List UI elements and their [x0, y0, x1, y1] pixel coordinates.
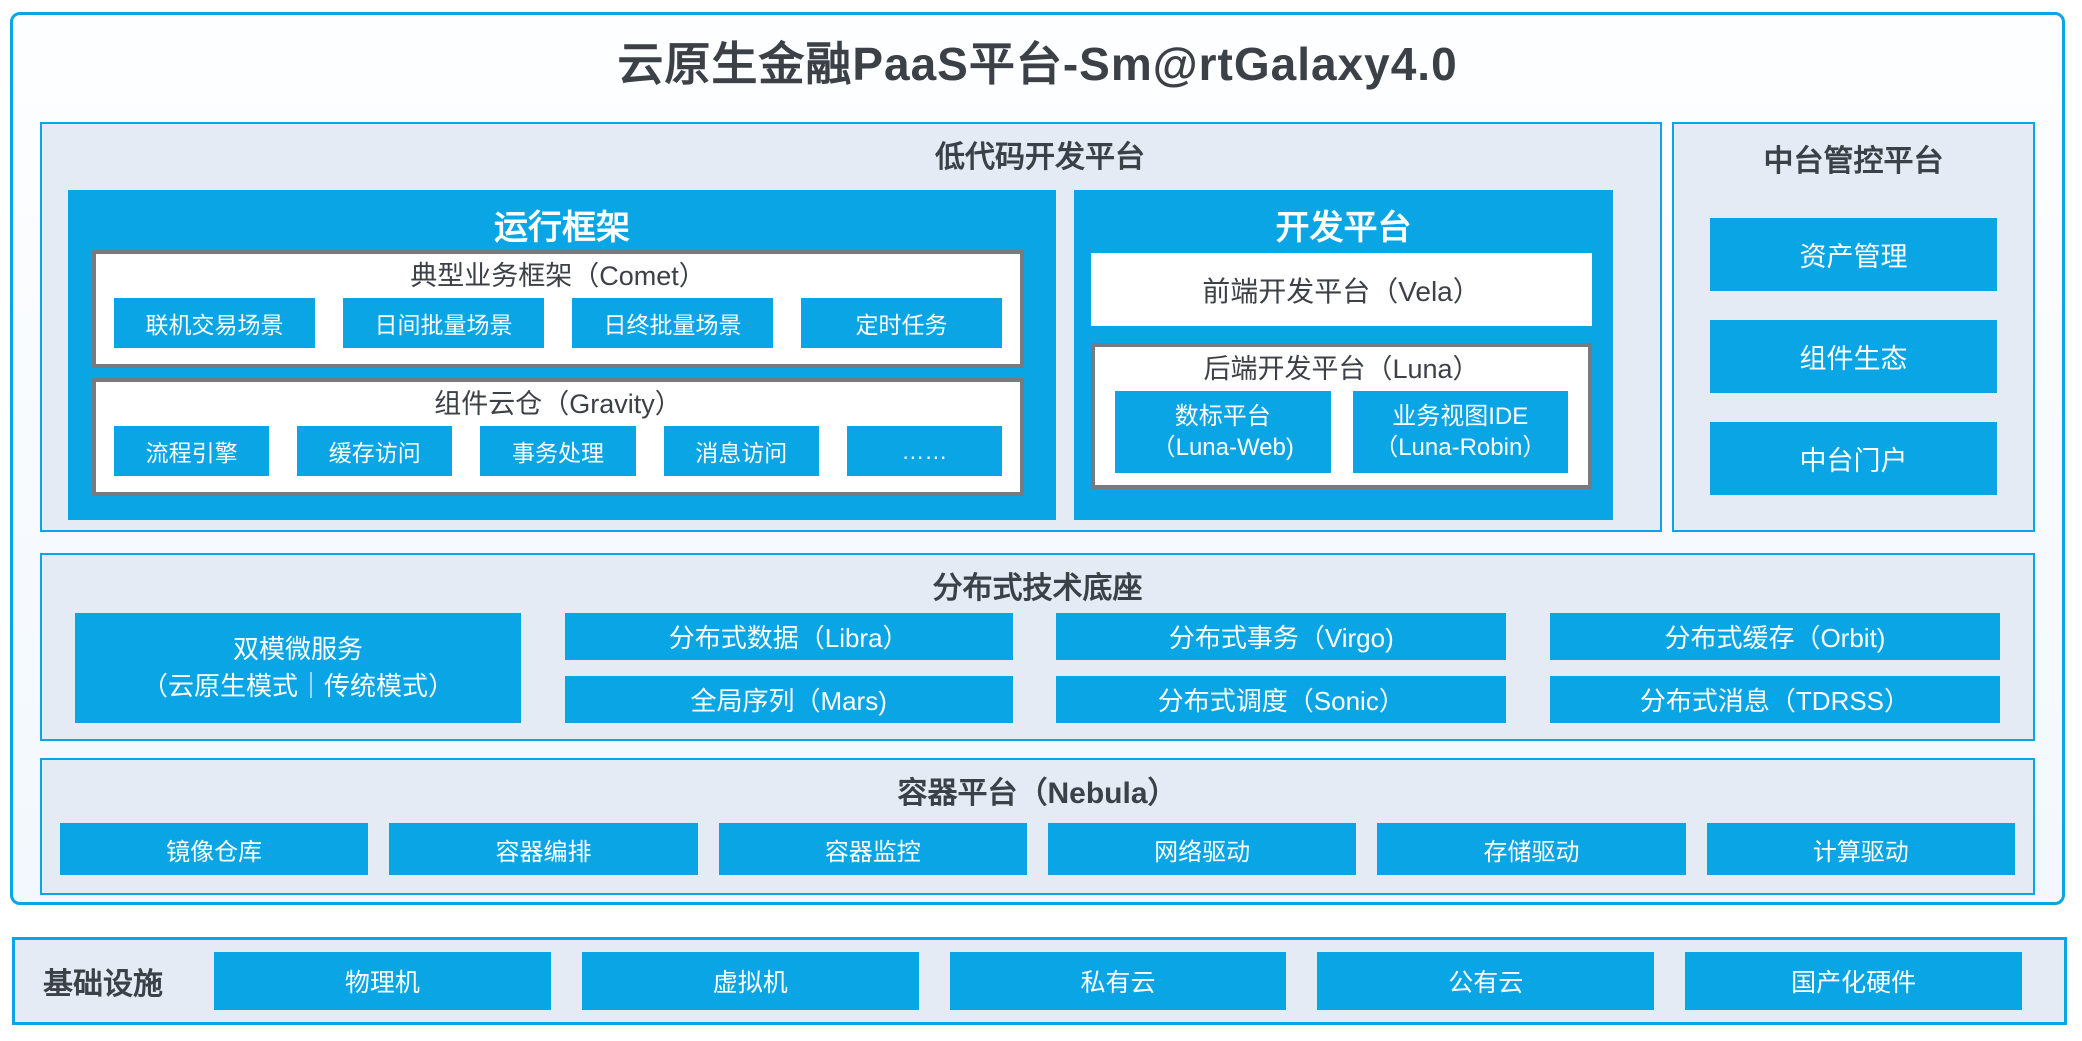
gravity-chip-row: 流程引擎 缓存访问 事务处理 消息访问 ……	[96, 426, 1020, 476]
panel-header-runtime: 运行框架	[494, 209, 630, 247]
box-distributed-data: 分布式数据（Libra）	[564, 613, 1013, 660]
panel-dev-platform: 开发平台 前端开发平台（Vela） 后端开发平台（Luna） 数标平台 （Lun…	[1074, 190, 1613, 520]
chip-ellipsis: ……	[846, 426, 1003, 476]
midplatform-button-list: 资产管理 组件生态 中台门户	[1710, 218, 1997, 495]
section-header-distributed: 分布式技术底座	[932, 572, 1143, 605]
btn-asset-management: 资产管理	[1710, 218, 1997, 291]
section-lowcode-platform: 低代码开发平台 运行框架 典型业务框架（Comet） 联机交易场景 日间批量场景…	[40, 122, 1662, 532]
chip-private-cloud: 私有云	[949, 952, 1287, 1010]
dual-microservice-line2: （云原生模式｜传统模式）	[141, 671, 454, 701]
chip-container-monitoring: 容器监控	[718, 823, 1027, 875]
chip-storage-driver: 存储驱动	[1377, 823, 1686, 875]
box-luna-title: 后端开发平台（Luna）	[1203, 354, 1480, 384]
page-title: 云原生金融PaaS平台-Sm@rtGalaxy4.0	[617, 38, 1458, 90]
card-luna-robin: 业务视图IDE （Luna-Robin）	[1352, 391, 1568, 473]
section-distributed-base: 分布式技术底座 双模微服务 （云原生模式｜传统模式） 分布式数据（Libra） …	[40, 553, 2035, 741]
chip-virtual-machine: 虚拟机	[581, 952, 919, 1010]
chip-public-cloud: 公有云	[1317, 952, 1655, 1010]
box-comet-title: 典型业务框架（Comet）	[410, 261, 706, 291]
chip-domestic-hardware: 国产化硬件	[1685, 952, 2022, 1010]
chip-eod-batch: 日终批量场景	[572, 298, 773, 348]
dual-microservice-line1: 双模微服务	[232, 634, 363, 664]
chip-transaction-processing: 事务处理	[480, 426, 636, 476]
panel-runtime-framework: 运行框架 典型业务框架（Comet） 联机交易场景 日间批量场景 日终批量场景 …	[68, 190, 1056, 520]
chip-container-orchestration: 容器编排	[389, 823, 698, 875]
main-container: 云原生金融PaaS平台-Sm@rtGalaxy4.0 低代码开发平台 运行框架 …	[10, 12, 2065, 905]
box-vela-frontend: 前端开发平台（Vela）	[1091, 253, 1592, 326]
luna-robin-code: （Luna-Robin）	[1374, 434, 1547, 461]
card-luna-web: 数标平台 （Luna-Web)	[1115, 391, 1331, 473]
luna-chip-row: 数标平台 （Luna-Web) 业务视图IDE （Luna-Robin）	[1095, 391, 1588, 473]
btn-component-ecosystem: 组件生态	[1710, 320, 1997, 393]
distributed-grid: 双模微服务 （云原生模式｜传统模式） 分布式数据（Libra） 分布式事务（Vi…	[42, 613, 2033, 723]
box-distributed-message: 分布式消息（TDRSS）	[1549, 676, 2000, 723]
box-gravity-repo: 组件云仓（Gravity） 流程引擎 缓存访问 事务处理 消息访问 ……	[92, 378, 1024, 496]
luna-web-name: 数标平台	[1174, 403, 1271, 430]
luna-web-code: （Luna-Web)	[1151, 434, 1294, 461]
section-container-platform: 容器平台（Nebula） 镜像仓库 容器编排 容器监控 网络驱动 存储驱动 计算…	[40, 758, 2035, 895]
box-distributed-scheduling: 分布式调度（Sonic）	[1056, 676, 1507, 723]
box-gravity-title: 组件云仓（Gravity）	[434, 389, 682, 419]
chip-online-trading: 联机交易场景	[114, 298, 315, 348]
chip-image-registry: 镜像仓库	[60, 823, 369, 875]
chip-message-access: 消息访问	[663, 426, 819, 476]
chip-process-engine: 流程引擎	[114, 426, 270, 476]
comet-chip-row: 联机交易场景 日间批量场景 日终批量场景 定时任务	[96, 298, 1020, 348]
chip-compute-driver: 计算驱动	[1706, 823, 2015, 875]
infrastructure-label: 基础设施	[43, 968, 163, 1001]
box-distributed-cache: 分布式缓存（Orbit)	[1549, 613, 2000, 660]
section-header-midplatform: 中台管控平台	[1763, 145, 1944, 178]
box-comet-framework: 典型业务框架（Comet） 联机交易场景 日间批量场景 日终批量场景 定时任务	[92, 250, 1024, 368]
chip-daytime-batch: 日间批量场景	[343, 298, 544, 348]
chip-cache-access: 缓存访问	[297, 426, 453, 476]
chip-network-driver: 网络驱动	[1047, 823, 1357, 875]
box-luna-backend: 后端开发平台（Luna） 数标平台 （Luna-Web) 业务视图IDE （Lu…	[1091, 343, 1592, 489]
chip-scheduled-task: 定时任务	[801, 298, 1002, 348]
container-chip-row: 镜像仓库 容器编排 容器监控 网络驱动 存储驱动 计算驱动	[42, 823, 2033, 875]
section-header-container: 容器平台（Nebula）	[897, 777, 1178, 810]
box-distributed-transaction: 分布式事务（Virgo)	[1056, 613, 1507, 660]
luna-robin-name: 业务视图IDE	[1392, 403, 1529, 430]
section-infrastructure: 基础设施 物理机 虚拟机 私有云 公有云 国产化硬件	[12, 937, 2067, 1025]
box-global-sequence: 全局序列（Mars)	[564, 676, 1013, 723]
chip-physical-machine: 物理机	[214, 952, 551, 1010]
panel-header-dev: 开发平台	[1275, 209, 1412, 247]
section-midplatform-control: 中台管控平台 资产管理 组件生态 中台门户	[1672, 122, 2035, 532]
btn-midplatform-portal: 中台门户	[1710, 422, 1997, 495]
section-header-lowcode: 低代码开发平台	[935, 141, 1145, 174]
box-dual-microservice: 双模微服务 （云原生模式｜传统模式）	[75, 613, 521, 723]
